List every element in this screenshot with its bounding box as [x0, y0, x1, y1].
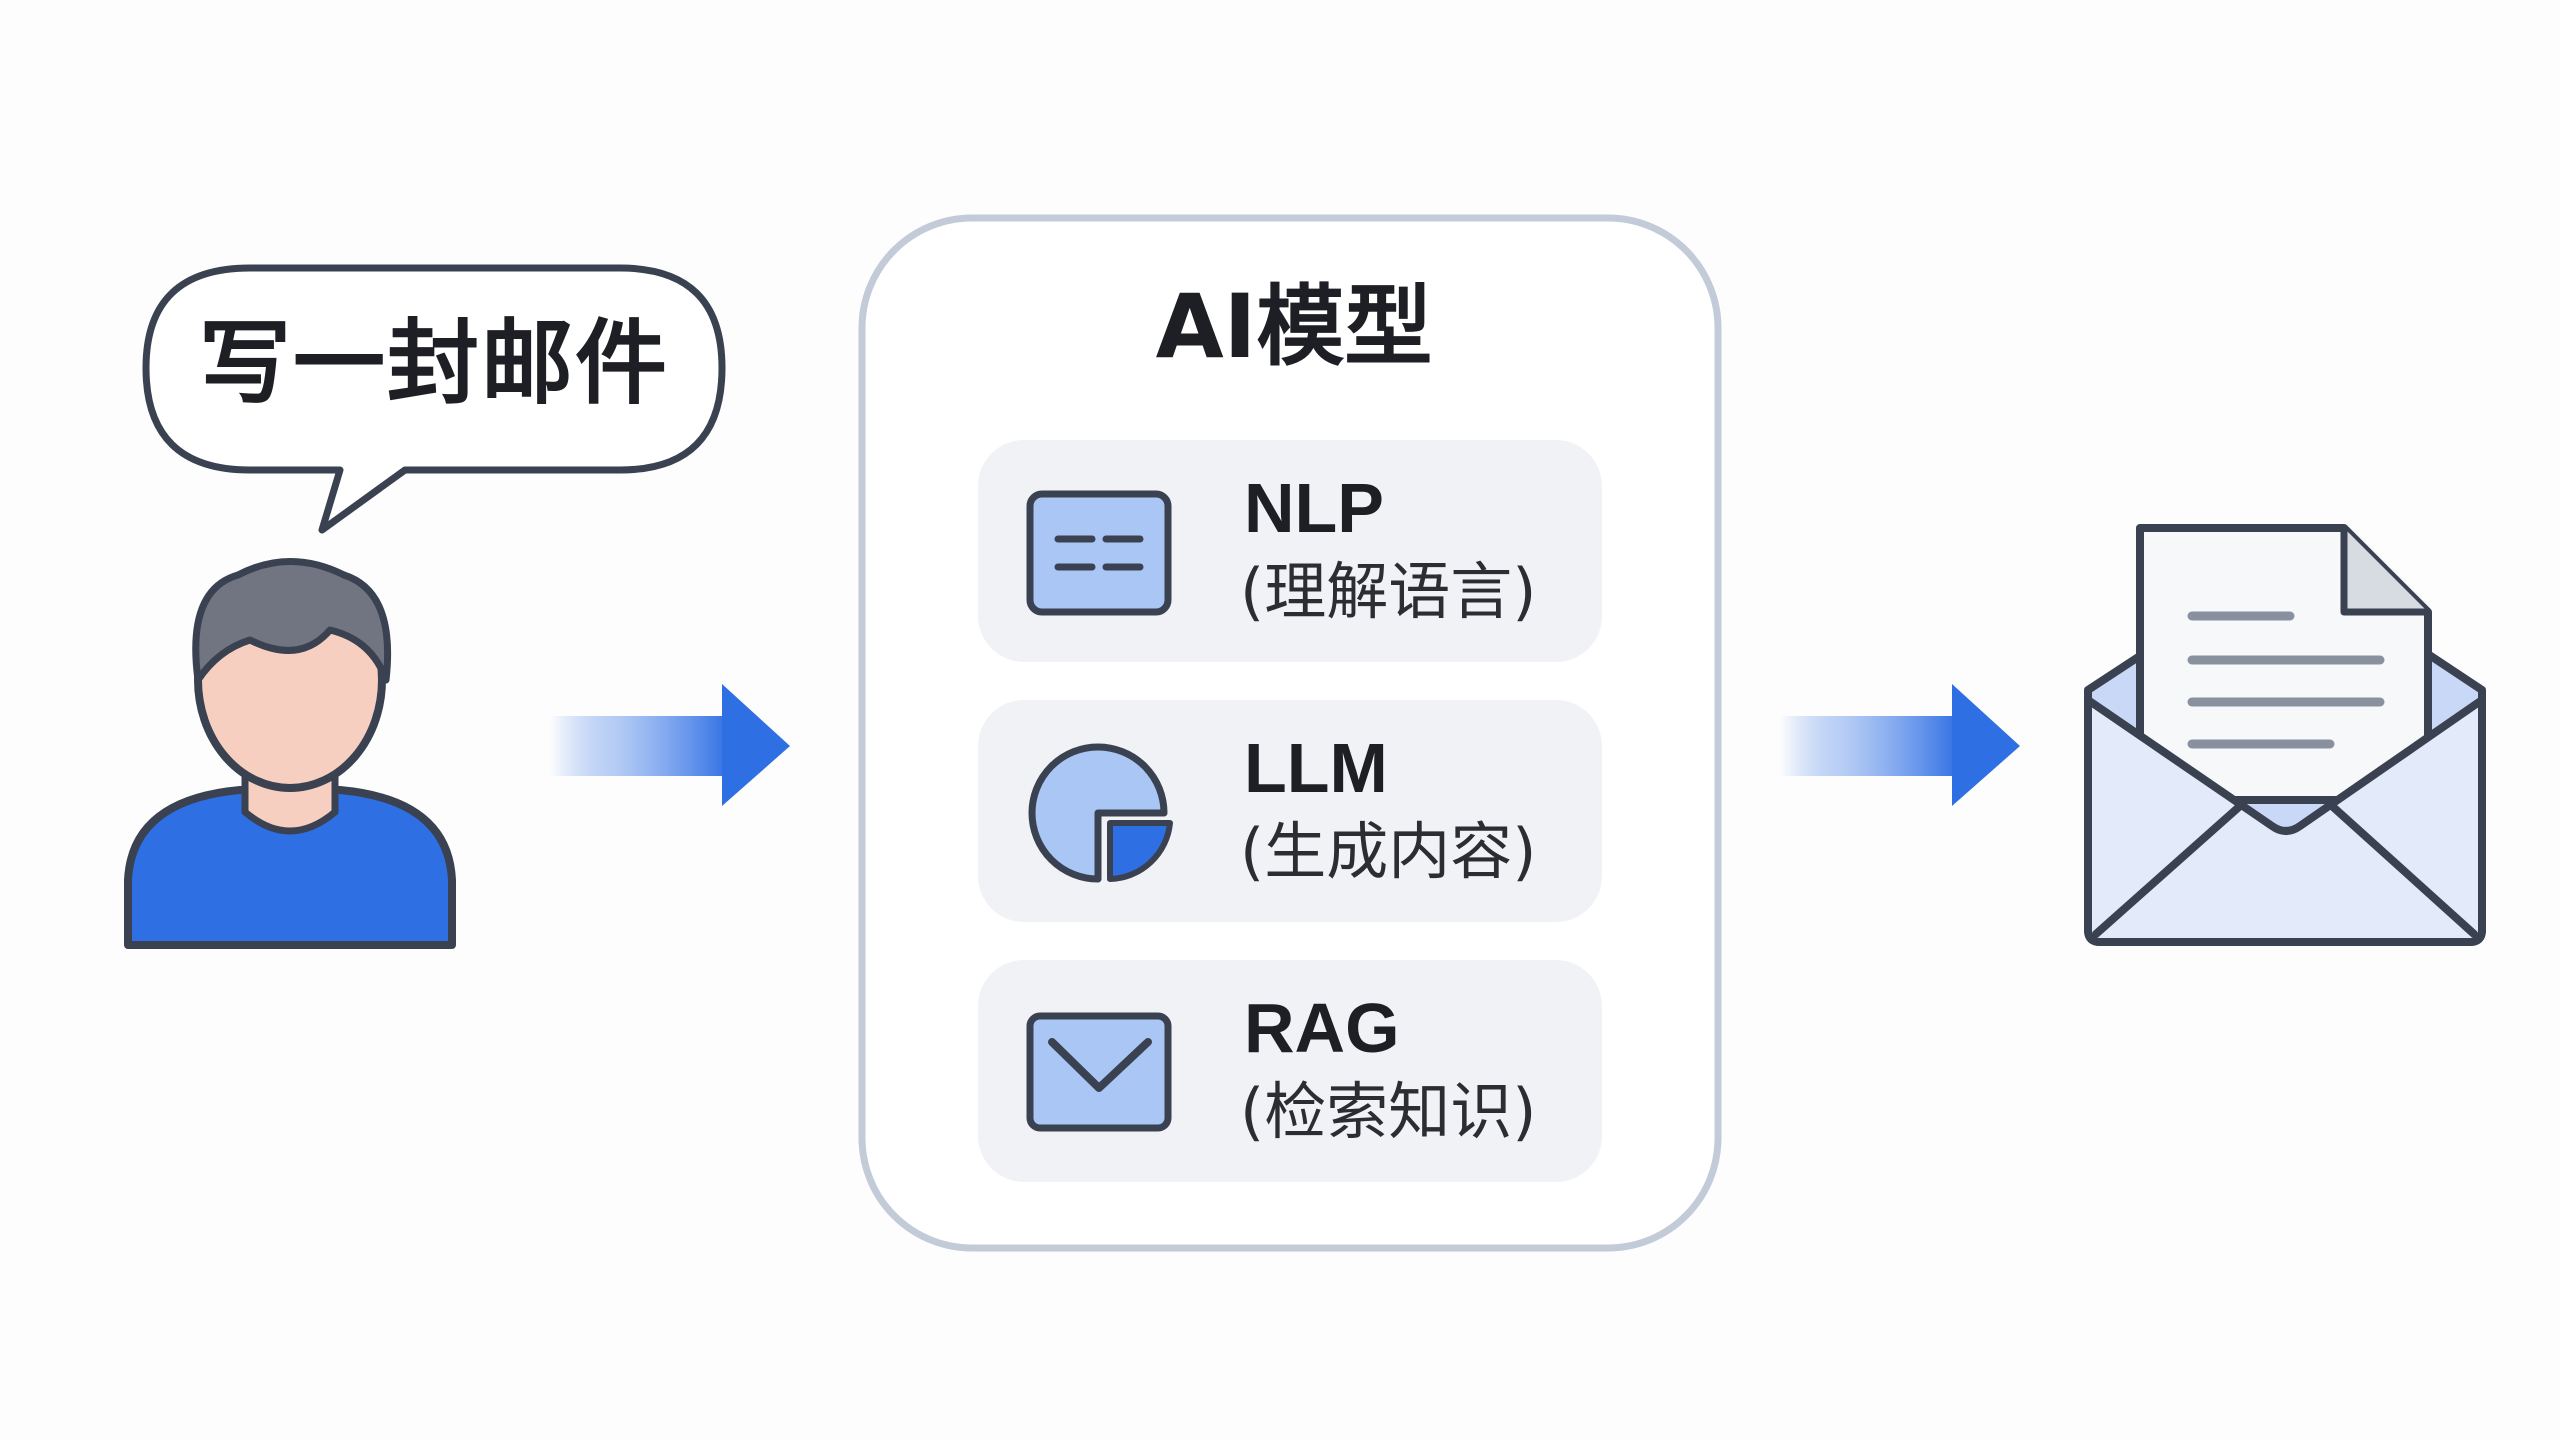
arrow-right-icon: [550, 684, 790, 806]
module-desc-rag: (检索知识): [1240, 1075, 1537, 1148]
module-title-rag: RAG: [1244, 989, 1400, 1067]
module-desc-llm: (生成内容): [1240, 815, 1537, 888]
text-window-icon: [1026, 490, 1172, 616]
pie-chart-icon: [1028, 743, 1173, 883]
speech-bubble: [142, 264, 726, 534]
speech-bubble-text: 写一封邮件: [198, 310, 669, 417]
open-envelope-letter-icon: [2084, 524, 2486, 946]
user-avatar-icon: [124, 558, 456, 949]
module-desc-nlp: (理解语言): [1240, 555, 1537, 628]
module-title-nlp: NLP: [1244, 469, 1384, 547]
arrow-right-icon: [1780, 684, 2020, 806]
module-title-llm: LLM: [1244, 729, 1388, 807]
ai-model-title: AI模型: [1155, 275, 1433, 378]
mail-check-icon: [1026, 1012, 1172, 1132]
